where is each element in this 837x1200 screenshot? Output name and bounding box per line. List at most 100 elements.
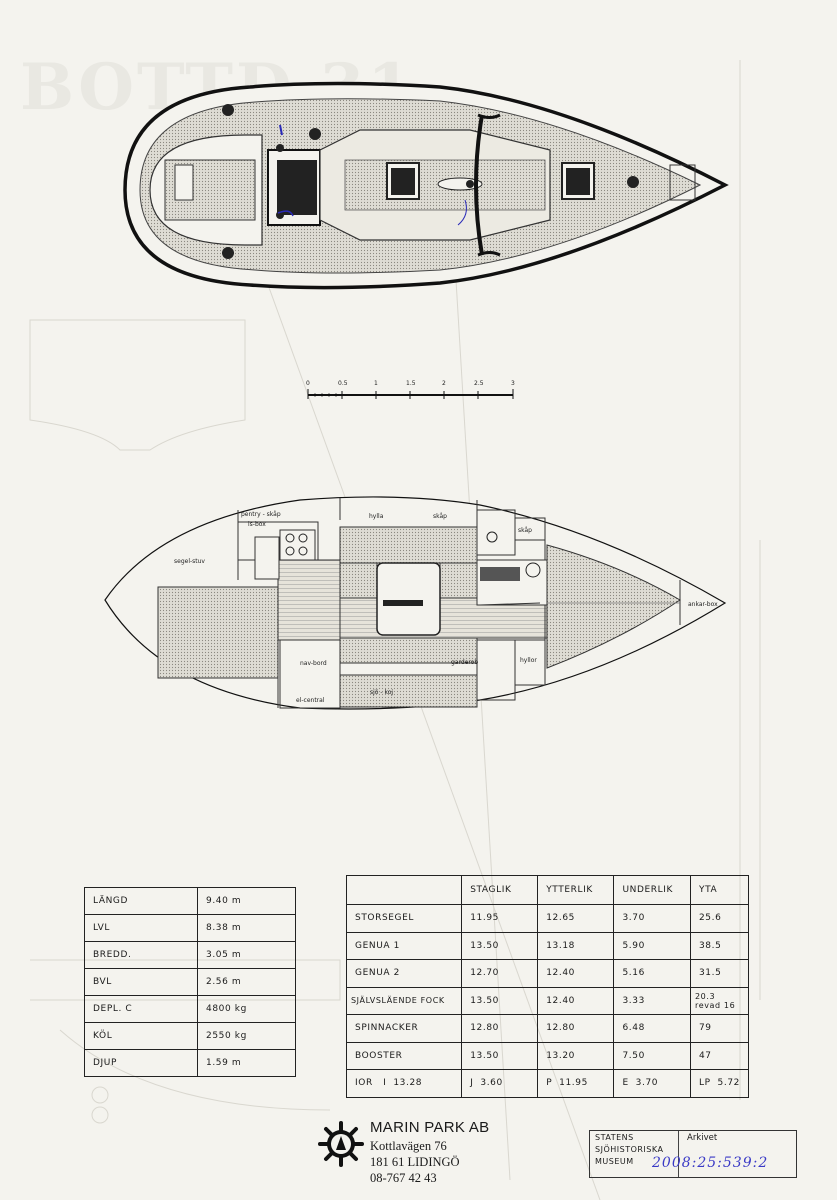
- table-row: STORSEGEL 11.95 12.65 3.70 25.6: [345, 904, 750, 933]
- table-header-row: STAGLIK YTTERLIK UNDERLIK YTA: [345, 875, 750, 905]
- company-address: Kottlavägen 76 181 61 LIDINGÖ 08-767 42 …: [370, 1138, 460, 1186]
- room-label-isbox: is-box: [248, 521, 266, 528]
- table-cell: 47: [689, 1041, 750, 1070]
- sail-name: GENUA 2: [345, 959, 463, 988]
- room-label-pentry: pentry - skåp: [241, 511, 281, 518]
- interior-plan: [104, 496, 727, 710]
- scale-label: 0.5: [338, 380, 348, 387]
- dim-value: 2550 kg: [197, 1022, 296, 1050]
- dimensions-table: LÄNGD 9.40 m LVL 8.38 m BREDD. 3.05 m BV…: [84, 887, 296, 1077]
- ior-cell: P 11.95: [537, 1069, 615, 1098]
- room-label-skap-right: skåp: [518, 527, 532, 534]
- scale-label: 2.5: [474, 380, 484, 387]
- dim-value: 2.56 m: [197, 968, 296, 996]
- table-row: IOR I 13.28 J 3.60 P 11.95 E 3.70 LP 5.7…: [345, 1069, 750, 1098]
- sail-name: SJÄLVSLÄENDE FOCK: [345, 986, 463, 1015]
- table-cell: 25.6: [689, 904, 750, 933]
- table-row: LVL 8.38 m: [84, 914, 296, 942]
- table-row: BOOSTER 13.50 13.20 7.50 47: [345, 1041, 750, 1070]
- scale-label: 1: [374, 380, 378, 387]
- table-row: LÄNGD 9.40 m: [84, 887, 296, 915]
- room-label-hylla: hylla: [369, 513, 384, 520]
- sail-name: STORSEGEL: [345, 904, 463, 933]
- table-row: DEPL. C 4800 kg: [84, 995, 296, 1023]
- scale-label: 3: [511, 380, 515, 387]
- museum-stamp: STATENS SJÖHISTORISKA MUSEUM Arkivet 200…: [589, 1130, 797, 1178]
- table-cell: 7.50: [613, 1041, 691, 1070]
- company-name: MARIN PARK AB: [370, 1119, 490, 1136]
- table-cell: 13.50: [461, 931, 539, 960]
- dim-label: LÄNGD: [84, 887, 198, 915]
- table-row: BVL 2.56 m: [84, 968, 296, 996]
- table-row: KÖL 2550 kg: [84, 1022, 296, 1050]
- ship-wheel-logo-icon: [318, 1121, 364, 1167]
- company-street: Kottlavägen 76: [370, 1139, 447, 1153]
- table-row: BREDD. 3.05 m: [84, 941, 296, 969]
- table-cell: 12.80: [461, 1014, 539, 1043]
- table-cell: 13.20: [537, 1041, 615, 1070]
- dim-value: 8.38 m: [197, 914, 296, 942]
- room-label-elcentral: el-central: [296, 697, 325, 704]
- room-label-navbord: nav-bord: [300, 660, 327, 667]
- stamp-institution: STATENS SJÖHISTORISKA MUSEUM: [590, 1131, 679, 1177]
- stamp-archive-label: Arkivet: [687, 1133, 718, 1143]
- ior-cell: E 3.70: [613, 1069, 691, 1098]
- table-cell: 3.33: [613, 986, 691, 1015]
- table-cell: 38.5: [689, 931, 750, 960]
- sail-name: BOOSTER: [345, 1041, 463, 1070]
- column-header: STAGLIK: [461, 875, 539, 905]
- room-label-garderob: garderob: [451, 659, 479, 666]
- dim-label: KÖL: [84, 1022, 198, 1050]
- column-header: UNDERLIK: [613, 875, 691, 905]
- column-header: YTTERLIK: [537, 875, 615, 905]
- table-cell: 13.50: [461, 986, 539, 1015]
- dim-value: 4800 kg: [197, 995, 296, 1023]
- sail-table: STAGLIK YTTERLIK UNDERLIK YTA STORSEGEL …: [345, 875, 750, 1098]
- table-cell: 11.95: [461, 904, 539, 933]
- dim-label: BVL: [84, 968, 198, 996]
- room-label-sjokoj: sjö - koj: [370, 689, 394, 696]
- stamp-line: SJÖHISTORISKA: [595, 1145, 664, 1154]
- table-cell: 13.50: [461, 1041, 539, 1070]
- table-cell: 12.65: [537, 904, 615, 933]
- table-cell: 5.90: [613, 931, 691, 960]
- stamp-line: STATENS: [595, 1133, 634, 1142]
- room-label-hyllor: hyllor: [520, 657, 537, 664]
- table-cell: 12.80: [537, 1014, 615, 1043]
- table-cell: 12.70: [461, 959, 539, 988]
- scale-bar: [307, 389, 514, 399]
- ior-cell: J 3.60: [461, 1069, 539, 1098]
- dim-label: DEPL. C: [84, 995, 198, 1023]
- dim-value: 9.40 m: [197, 887, 296, 915]
- table-cell: 31.5: [689, 959, 750, 988]
- scale-label: 1.5: [406, 380, 416, 387]
- table-row: SPINNACKER 12.80 12.80 6.48 79: [345, 1014, 750, 1043]
- dim-value: 1.59 m: [197, 1049, 296, 1077]
- table-row: SJÄLVSLÄENDE FOCK 13.50 12.40 3.33 20.3 …: [345, 986, 750, 1015]
- ior-cell: IOR I 13.28: [345, 1069, 463, 1098]
- scale-label: 2: [442, 380, 446, 387]
- table-cell: 6.48: [613, 1014, 691, 1043]
- company-city: 181 61 LIDINGÖ: [370, 1155, 460, 1169]
- stamp-line: MUSEUM: [595, 1157, 634, 1166]
- table-row: GENUA 1 13.50 13.18 5.90 38.5: [345, 931, 750, 960]
- table-cell: 13.18: [537, 931, 615, 960]
- sail-name: GENUA 1: [345, 931, 463, 960]
- room-label-ankarbox: ankar-box: [688, 601, 718, 608]
- sail-name: SPINNACKER: [345, 1014, 463, 1043]
- dim-label: LVL: [84, 914, 198, 942]
- room-label-skap-top: skåp: [433, 513, 447, 520]
- table-cell: 20.3 revad 16: [689, 986, 750, 1015]
- table-row: DJUP 1.59 m: [84, 1049, 296, 1077]
- room-label-segelstuv: segel-stuv: [174, 558, 205, 565]
- table-cell: 3.70: [613, 904, 691, 933]
- table-cell: 12.40: [537, 986, 615, 1015]
- table-row: GENUA 2 12.70 12.40 5.16 31.5: [345, 959, 750, 988]
- stamp-handwritten-number: 2008:25:539:2: [652, 1155, 769, 1171]
- deck-plan: [123, 81, 729, 290]
- scale-label: 0: [306, 380, 310, 387]
- company-phone: 08-767 42 43: [370, 1171, 437, 1185]
- table-cell: 79: [689, 1014, 750, 1043]
